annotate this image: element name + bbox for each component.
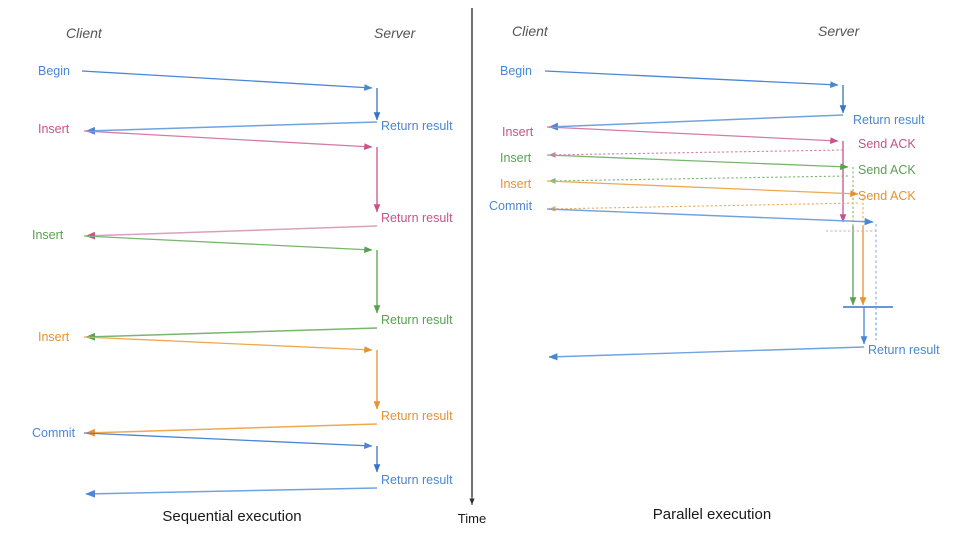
parallel-label-return-final: Return result (868, 343, 940, 357)
parallel-message-return-1 (548, 114, 844, 131)
sequential-label-commit: Commit (32, 426, 76, 440)
parallel-message-commit (546, 208, 874, 226)
time-axis-label: Time (458, 511, 486, 526)
parallel-label-insert-pink: Insert (502, 125, 534, 139)
sequential-label-return-3: Return result (381, 313, 453, 327)
sequential-label-return-5: Return result (381, 473, 453, 487)
parallel-message-ack-green (548, 175, 849, 184)
parallel-message-insert-pink (546, 126, 839, 145)
parallel-panel-caption: Parallel execution (653, 506, 771, 523)
parallel-server-actor-label: Server (818, 23, 861, 39)
sequential-message-begin (81, 70, 373, 91)
sequential-message-return-3 (85, 327, 378, 341)
parallel-message-ack-pink (548, 149, 844, 158)
parallel-label-ack-green: Send ACK (858, 163, 916, 177)
parallel-message-begin (544, 70, 839, 89)
sequential-server-actor-label: Server (374, 25, 417, 41)
sequential-label-begin: Begin (38, 64, 70, 78)
sequential-message-return-1 (85, 121, 378, 135)
sequential-message-insert-green (83, 235, 373, 253)
sequential-label-return-2: Return result (381, 211, 453, 225)
sequential-panel-caption: Sequential execution (162, 508, 301, 525)
parallel-label-insert-orange: Insert (500, 177, 532, 191)
parallel-message-ack-orange (548, 202, 859, 212)
parallel-label-begin: Begin (500, 64, 532, 78)
parallel-message-insert-orange (546, 180, 859, 198)
parallel-label-commit: Commit (489, 199, 533, 213)
sequential-message-return-2 (85, 225, 378, 240)
sequential-label-return-4: Return result (381, 409, 453, 423)
sequential-message-return-4 (85, 423, 378, 437)
sequential-label-return-1: Return result (381, 119, 453, 133)
parallel-label-ack-pink: Send ACK (858, 137, 916, 151)
parallel-message-insert-green (546, 154, 849, 171)
sequential-message-commit (83, 432, 373, 450)
parallel-label-return-1: Return result (853, 113, 925, 127)
parallel-panel: Client Server (489, 23, 940, 523)
sequential-client-actor-label: Client (66, 25, 103, 41)
sequential-label-insert-green: Insert (32, 228, 64, 242)
sequential-message-insert-orange (83, 336, 373, 354)
sequential-panel: Client Server (32, 25, 453, 525)
sequential-message-insert-pink (83, 130, 373, 150)
sequential-label-insert-orange: Insert (38, 330, 70, 344)
sequential-message-return-5 (85, 487, 378, 498)
parallel-label-ack-orange: Send ACK (858, 189, 916, 203)
sequential-label-insert-pink: Insert (38, 122, 70, 136)
parallel-message-return-final (548, 346, 865, 361)
parallel-label-insert-green: Insert (500, 151, 532, 165)
parallel-client-actor-label: Client (512, 23, 549, 39)
